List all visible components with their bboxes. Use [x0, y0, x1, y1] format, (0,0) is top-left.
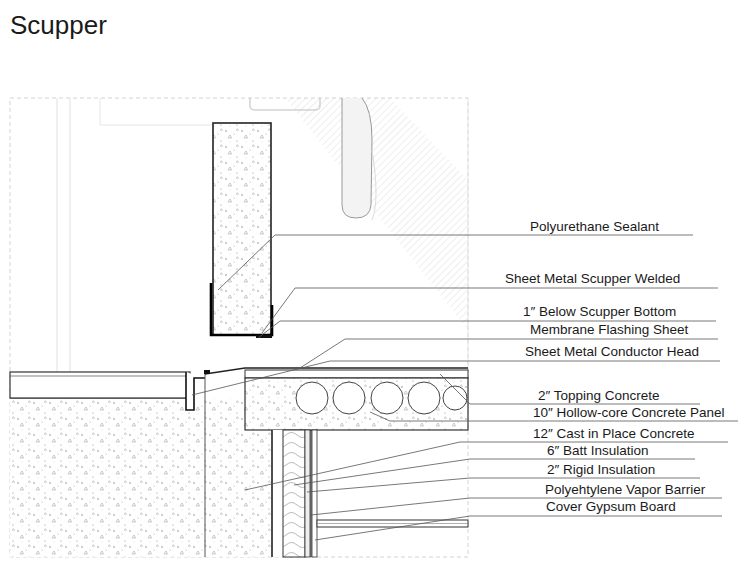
wall-gap — [272, 430, 283, 557]
callout-label: Sheet Metal Scupper Welded — [505, 271, 680, 287]
parapet-wall — [213, 123, 271, 335]
callout-label: Polyehtylene Vapor Barrier — [545, 482, 705, 498]
callout-label: Polyurethane Sealant — [530, 219, 659, 235]
flashing-end — [204, 370, 210, 374]
conductor-head — [186, 372, 205, 410]
vapor-barrier — [311, 430, 312, 557]
roof-slab — [10, 372, 190, 398]
rigid-insulation — [305, 430, 310, 557]
detail-frame — [10, 98, 468, 557]
hollow-cores — [296, 382, 467, 414]
callout-label: 1″ Below Scupper Bottom — [523, 304, 676, 320]
batt-insulation — [283, 430, 305, 557]
callout-label: 10″ Hollow-core Concrete Panel — [533, 405, 725, 421]
ceiling-board — [317, 520, 468, 527]
callout-label: 6″ Batt Insulation — [547, 443, 649, 459]
gypsum-board — [312, 430, 317, 557]
ceiling-board-line — [317, 523, 468, 524]
concrete-face — [271, 430, 273, 557]
callout-label: 2″ Topping Concrete — [538, 388, 660, 404]
drawing-title: Scupper — [10, 10, 107, 41]
sheet-metal-scupper — [211, 283, 272, 335]
cast-concrete — [10, 398, 272, 557]
callout-label: Cover Gypsum Board — [546, 499, 676, 515]
callout-label: Membrane Flashing Sheet — [530, 322, 688, 338]
leader-lines — [192, 235, 738, 540]
wall-face — [205, 372, 206, 557]
roof-membrane — [10, 376, 190, 377]
callout-label: 12″ Cast in Place Concrete — [533, 426, 695, 442]
callout-label: Sheet Metal Conductor Head — [525, 344, 699, 360]
callout-label: 2″ Rigid Insulation — [547, 462, 655, 478]
hollow-core-panel — [245, 378, 468, 430]
